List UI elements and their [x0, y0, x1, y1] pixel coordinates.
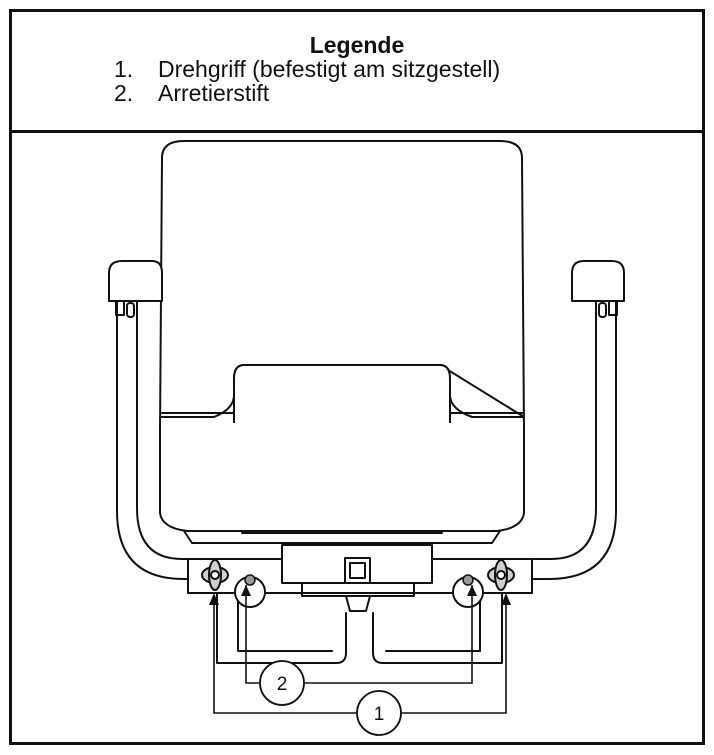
left-rotary-knob: [201, 559, 229, 591]
legend-item-2-label: Arretierstift: [158, 80, 270, 106]
left-armrest: [136, 297, 201, 560]
legend-title: Legende: [309, 32, 405, 58]
right-support: [372, 592, 503, 664]
legend-item-2: 2. Arretierstift: [114, 80, 269, 106]
callout-2-number: 2: [277, 674, 288, 695]
center-latch: [344, 557, 371, 584]
seat-back-handle-outline: [233, 364, 451, 434]
arrowhead-1-right: [501, 593, 511, 605]
legend-item-1-number: 1.: [114, 56, 134, 82]
callout-2-circle: [259, 660, 305, 706]
callout-1-circle: [356, 690, 402, 736]
leader-line-1: [213, 603, 507, 714]
right-rotary-knob: [487, 559, 515, 591]
left-support: [216, 592, 347, 664]
arrowhead-2-left: [241, 585, 251, 596]
legend-item-1: 1. Drehgriff (befestigt am sitzgestell): [114, 56, 500, 82]
arrowhead-1-left: [209, 593, 219, 605]
seat-illustration: 1 2: [108, 140, 625, 736]
diagram-frame: Legende 1. Drehgriff (befestigt am sitzge…: [9, 9, 705, 745]
leader-line-2: [245, 585, 473, 684]
left-lock-pin: [244, 574, 256, 586]
seat-back: [159, 140, 525, 434]
legend-item-2-number: 2.: [114, 80, 134, 106]
seat-cushion: [159, 422, 525, 532]
right-lock-pin: [462, 574, 474, 586]
left-armrest-cap: [108, 260, 163, 302]
legend-item-1-label: Drehgriff (befestigt am sitzgestell): [158, 56, 501, 82]
right-armrest: [532, 297, 597, 560]
legend-box: Legende 1. Drehgriff (befestigt am sitzge…: [12, 12, 702, 133]
callout-1-number: 1: [374, 704, 385, 725]
right-armrest-cap: [571, 260, 625, 302]
arrowhead-2-right: [467, 585, 477, 596]
